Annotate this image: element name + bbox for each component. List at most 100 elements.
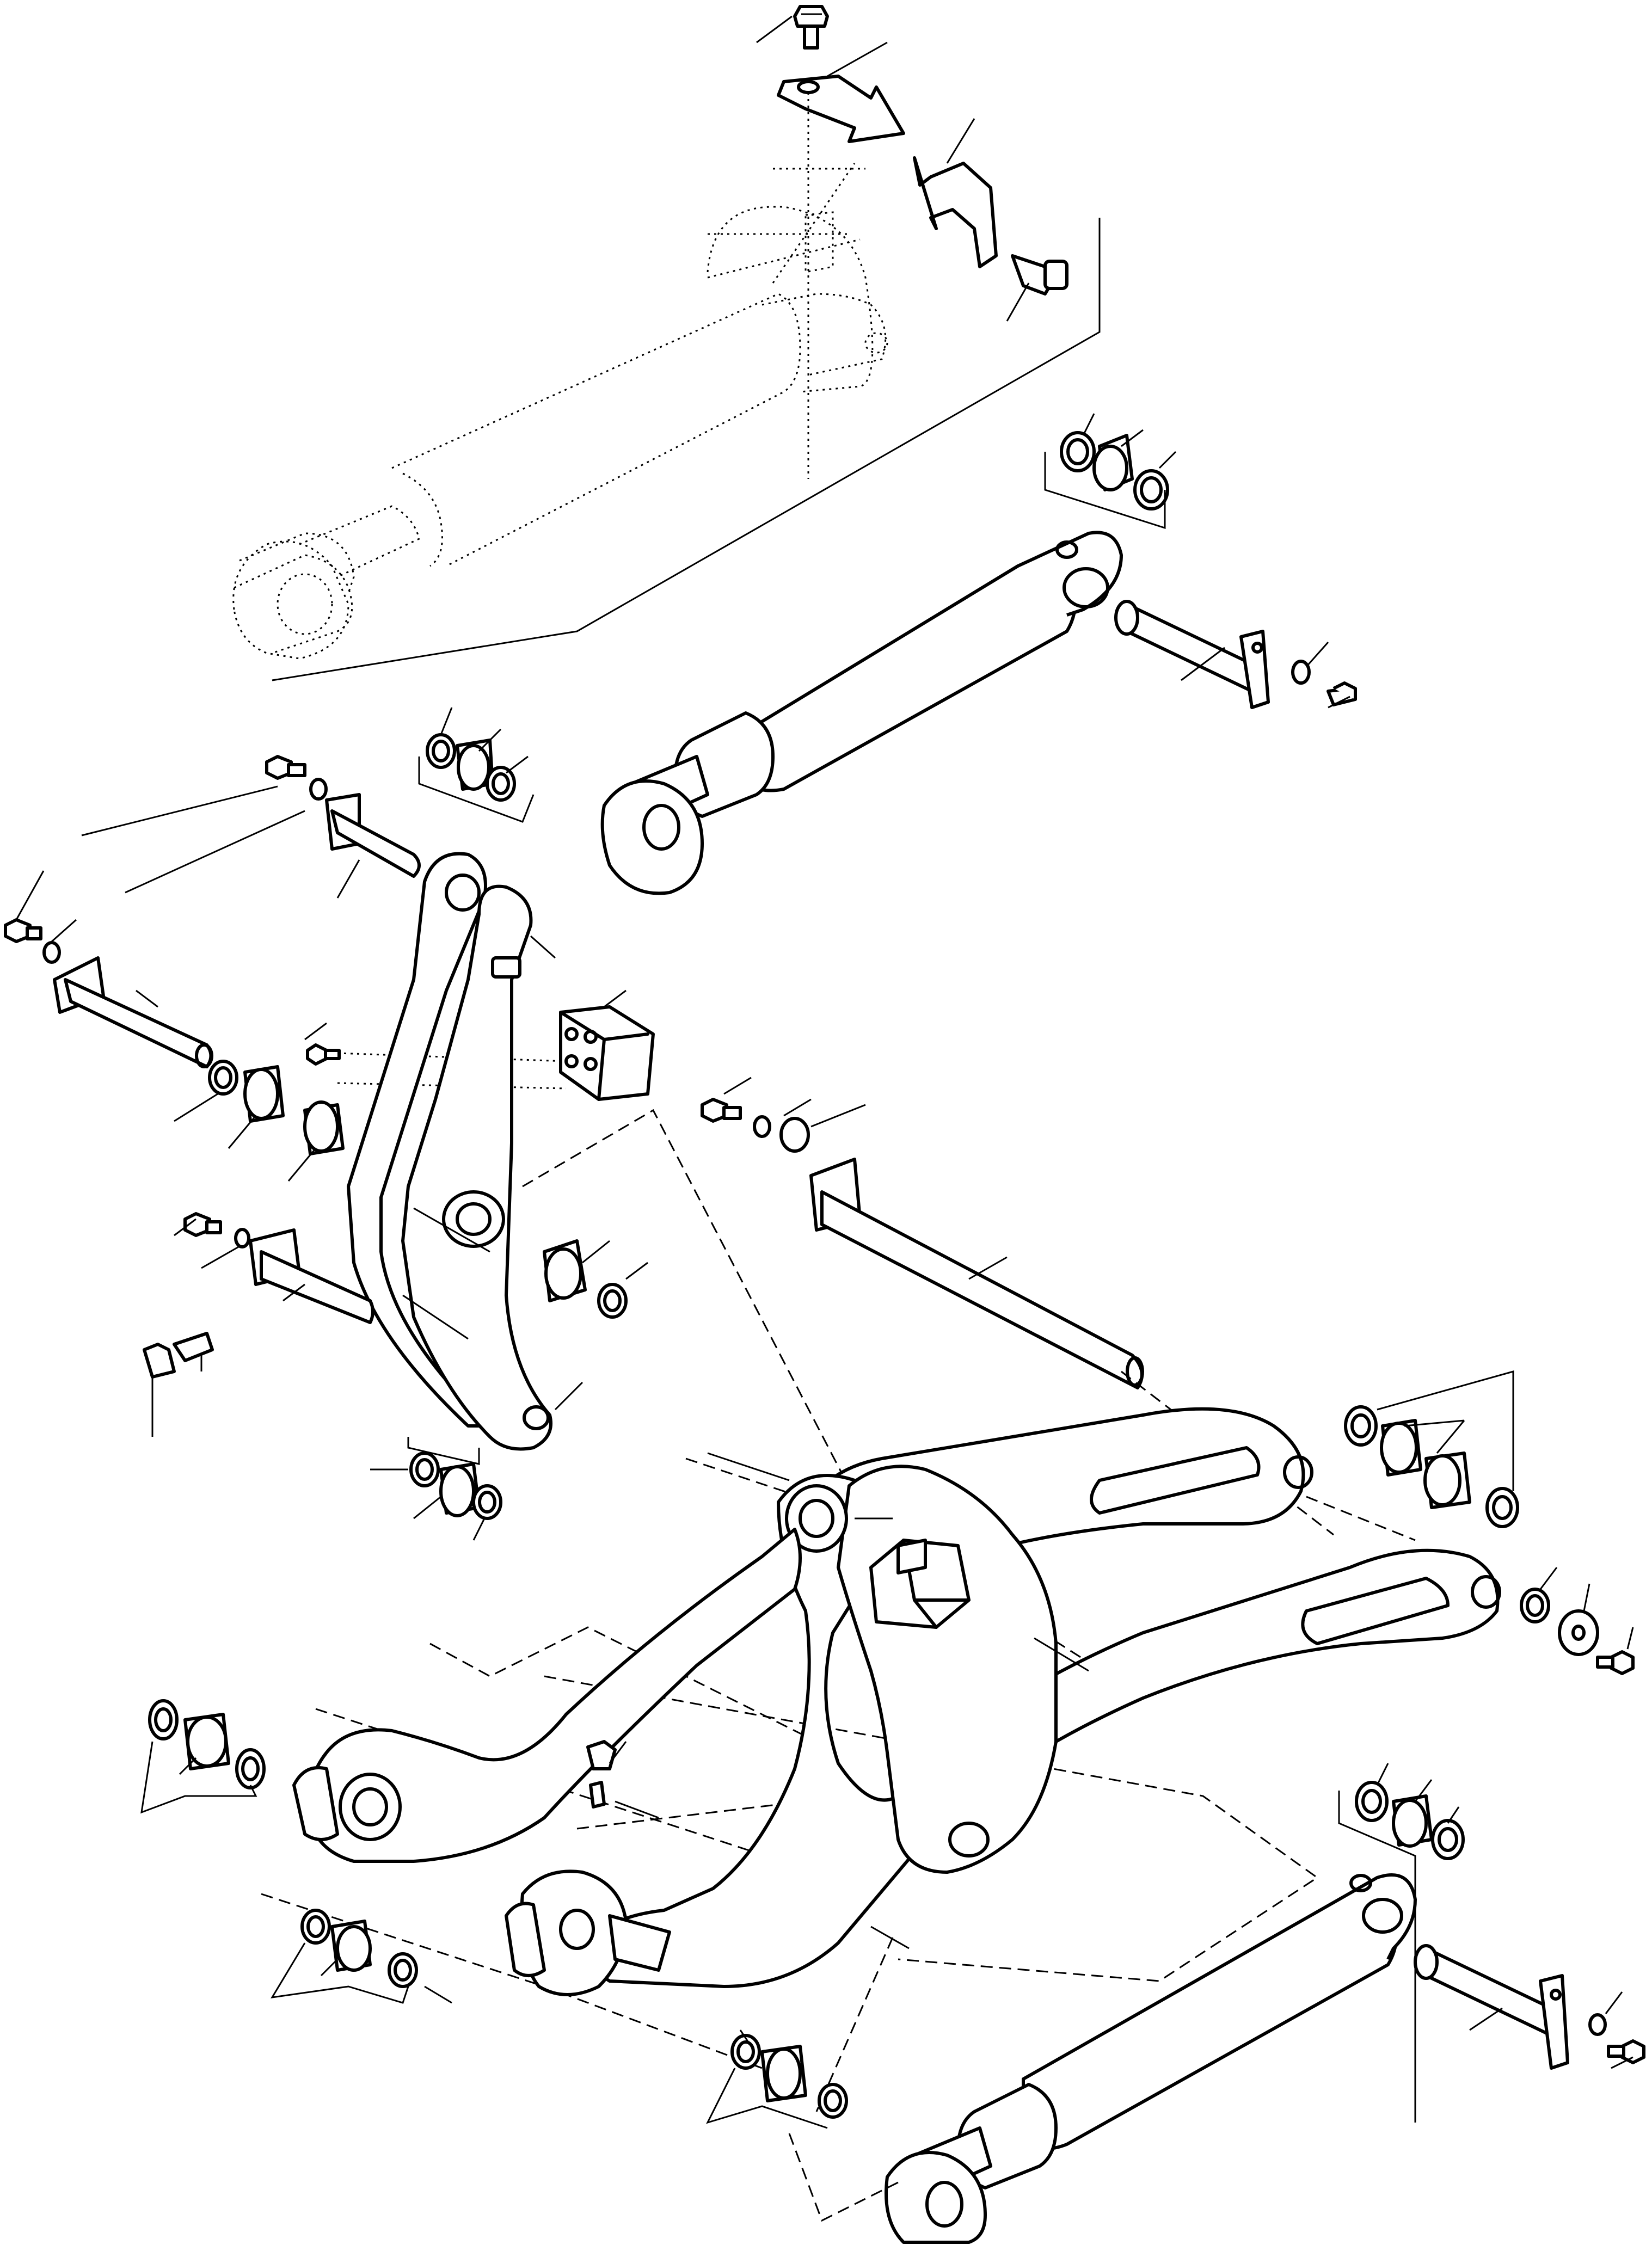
- assembly-guide: [788, 2133, 899, 2222]
- middle-cylinder-pin: [1114, 600, 1270, 709]
- lift-cylinder-upper-phantom: [232, 93, 888, 660]
- leader-line: [304, 1022, 327, 1041]
- leader-bracket: [418, 756, 535, 823]
- phantom-guide: [337, 1052, 567, 1062]
- bushing-set-mid-left: [208, 1060, 345, 1155]
- bushing-set-left-lower: [300, 1909, 418, 1988]
- leader-line: [1539, 1567, 1558, 1590]
- bushing-set-lower-right: [1355, 1781, 1465, 1860]
- leader-line: [1305, 642, 1329, 667]
- leader-line: [283, 1283, 305, 1302]
- leader-line: [136, 989, 158, 1008]
- leader-line: [424, 1985, 452, 2004]
- leader-line: [1376, 1763, 1389, 1786]
- leader-line: [201, 1245, 240, 1269]
- leader-line: [756, 15, 793, 44]
- leader-line: [506, 755, 529, 774]
- leader-line: [413, 1496, 441, 1520]
- spacer-center: [779, 1117, 810, 1153]
- assembly-guide: [815, 1937, 894, 2112]
- bolt-center: [701, 1098, 742, 1123]
- bolt-mid-left: [4, 918, 42, 943]
- leader-line: [1469, 2007, 1503, 2031]
- leader-line: [783, 1098, 812, 1117]
- assembly-guide: [1306, 1496, 1416, 1541]
- leader-line: [1414, 1779, 1433, 1802]
- top-bolt: [793, 5, 829, 50]
- phantom-guide: [337, 1082, 567, 1090]
- lower-cylinder-pin: [1414, 1944, 1569, 2070]
- bushing-set-bellcrank-bottom: [409, 1451, 502, 1520]
- lift-cylinder-middle: [600, 531, 1123, 895]
- leader-line: [625, 1262, 648, 1280]
- lower-bolt: [1607, 2039, 1645, 2064]
- bushing-set-right-upper: [1344, 1405, 1519, 1528]
- leader-bracket: [1377, 1370, 1514, 1491]
- leader-line: [1121, 429, 1144, 447]
- arrow-bracket: [913, 156, 998, 268]
- leader-line: [1082, 413, 1095, 436]
- boom-arm: [292, 1407, 1501, 1996]
- leader-line: [228, 1115, 257, 1149]
- bushing-set-bellcrank-top: [426, 733, 516, 802]
- pin-lower-left: [249, 1228, 374, 1324]
- leader-line: [287, 1148, 317, 1182]
- assembly-guide: [522, 1109, 872, 1530]
- long-pin-center: [809, 1158, 1144, 1389]
- leader-bracket: [706, 2068, 828, 2129]
- leader-line: [125, 810, 305, 894]
- leader-line: [1583, 1583, 1590, 1612]
- leader-line: [827, 41, 888, 77]
- grease-fitting-left: [143, 1332, 214, 1379]
- pin-mid-left: [53, 956, 213, 1068]
- leader-line: [1626, 1627, 1634, 1650]
- middle-washer: [1291, 660, 1311, 685]
- leader-line: [1611, 2056, 1633, 2069]
- washer-upper-left: [309, 778, 328, 801]
- leader-line: [1034, 1637, 1089, 1672]
- bushing-set-left-end: [148, 1699, 266, 1789]
- leader-line: [615, 1800, 659, 1819]
- lower-washer: [1588, 2013, 1607, 2036]
- lift-cylinder-lower: [885, 1873, 1417, 2244]
- leader-line: [51, 919, 77, 943]
- leader-line: [174, 1093, 218, 1122]
- leader-line: [478, 728, 502, 752]
- leader-line: [174, 1218, 196, 1237]
- stop-plate-arrow: [777, 75, 905, 143]
- washer-lower-left: [234, 1228, 250, 1248]
- leader-line: [472, 1518, 486, 1541]
- bushing-set-right-lower: [1520, 1588, 1635, 1675]
- wear-pad-block: [559, 1005, 655, 1101]
- leader-line: [870, 1926, 910, 1949]
- leader-line: [1436, 1420, 1465, 1454]
- small-bolt-bellcrank: [306, 1043, 341, 1066]
- bellcrank-link: [347, 852, 556, 1451]
- leader-line: [723, 1077, 752, 1095]
- bushing-set-bottom-center: [730, 2034, 848, 2119]
- assembly-guide: [685, 1457, 833, 1509]
- leader-line: [739, 2029, 752, 2047]
- bracket-bolt: [1011, 254, 1068, 296]
- washer-center: [753, 1115, 771, 1138]
- leader-line: [604, 989, 627, 1008]
- leader-line: [968, 1256, 1008, 1280]
- leader-line: [1404, 1419, 1465, 1427]
- washer-mid-left: [42, 941, 61, 964]
- leader-bracket: [407, 1437, 480, 1465]
- leader-line: [554, 1381, 584, 1411]
- leader-line: [320, 1958, 339, 1977]
- leader-line: [81, 785, 278, 837]
- leader-line: [440, 707, 453, 735]
- leader-bracket: [271, 1942, 409, 2004]
- leader-line: [15, 870, 45, 920]
- leader-line: [1006, 282, 1030, 322]
- leader-line: [707, 1452, 790, 1481]
- leader-line: [1328, 696, 1350, 709]
- leader-bracket: [1338, 1791, 1416, 2123]
- bolt-lower-left: [183, 1212, 222, 1237]
- bushing-set-top-right: [1060, 431, 1169, 510]
- leader-line: [179, 1757, 197, 1775]
